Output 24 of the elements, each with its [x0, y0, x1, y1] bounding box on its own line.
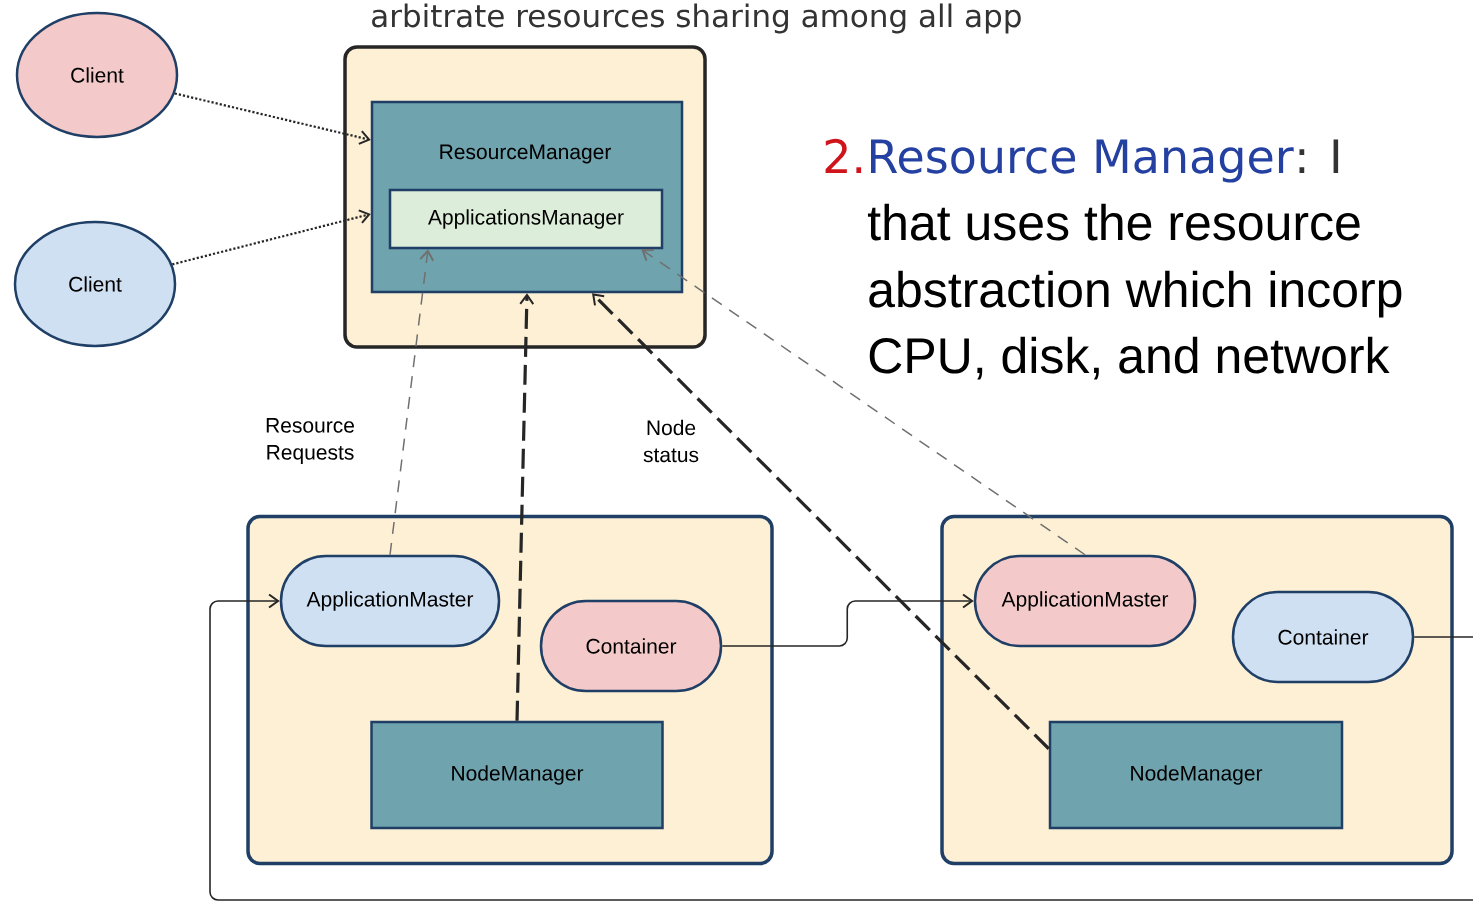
- container-pill: Container: [1231, 590, 1415, 684]
- body-text: : I: [1299, 139, 1339, 173]
- arrow: [721, 593, 974, 647]
- node-manager-box: NodeManager: [1048, 720, 1344, 830]
- application-master-pill: ApplicationMaster: [973, 554, 1197, 648]
- arrow: [172, 209, 371, 266]
- body-text: that uses the resource: [867, 203, 1360, 241]
- arrow: [515, 293, 535, 721]
- arrow: [389, 249, 435, 556]
- node-manager-box: NodeManager: [370, 720, 664, 830]
- term-text: Resource Manager: [871, 139, 1294, 183]
- edge-label: Resource Requests: [266, 418, 354, 464]
- application-master-pill: ApplicationMaster: [279, 554, 501, 648]
- heading-text: arbitrate resources sharing among all app: [372, 3, 1021, 34]
- arrow: [592, 293, 1050, 750]
- body-text: CPU, disk, and network: [869, 336, 1390, 380]
- list-number: 2.: [825, 138, 862, 173]
- applications-manager-box: ApplicationsManager: [388, 188, 664, 250]
- arrow: [174, 92, 371, 145]
- arrow: [209, 593, 1473, 901]
- arrow: [641, 248, 1086, 556]
- edge-label: Node status: [643, 419, 699, 463]
- container-pill: Container: [539, 599, 723, 693]
- body-text: abstraction which incorp: [869, 270, 1402, 318]
